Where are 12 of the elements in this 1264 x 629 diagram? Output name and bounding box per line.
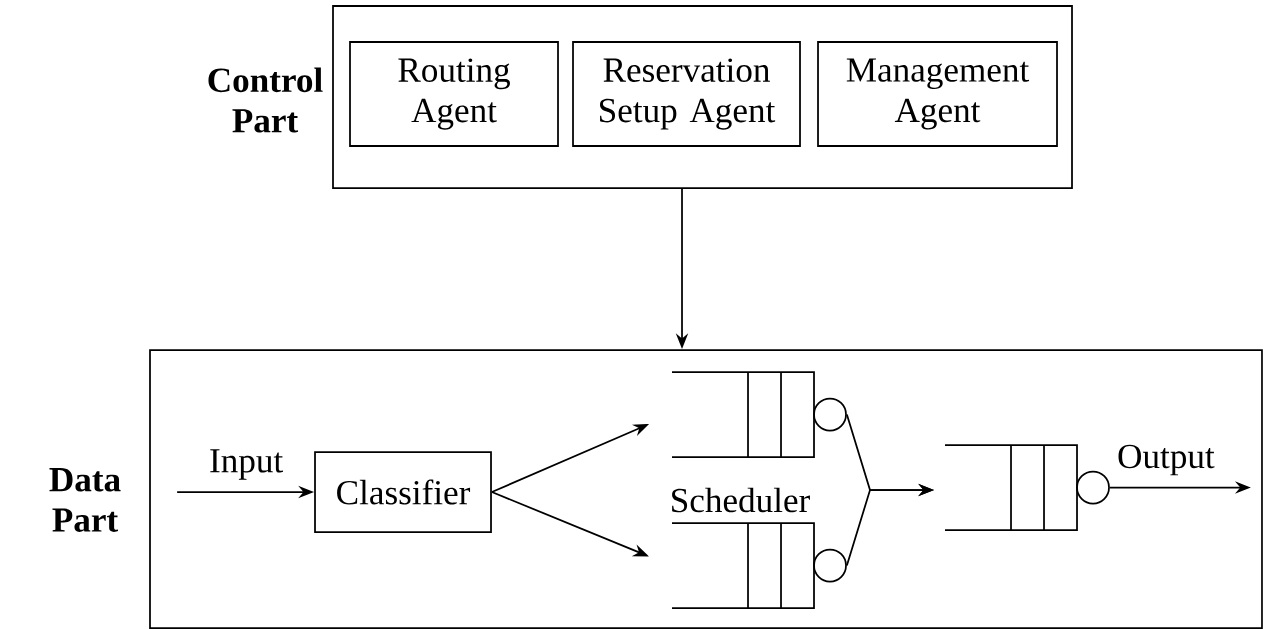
- part-heading: Data Part: [49, 468, 121, 532]
- queue-label: Scheduler: [668, 485, 813, 515]
- queue-drawing: [671, 522, 847, 609]
- edge-label: Input: [210, 449, 283, 480]
- part-heading: Control Part: [208, 67, 323, 133]
- agent-box: Reservation Setup Agent: [572, 41, 801, 147]
- queue-drawing: [944, 444, 1110, 531]
- process-box: Classifier: [314, 451, 492, 533]
- agent-box: Routing Agent: [349, 41, 559, 147]
- queue-drawing: [671, 371, 847, 458]
- agent-box: Management Agent: [817, 41, 1058, 147]
- edge-label: Output: [1118, 444, 1215, 476]
